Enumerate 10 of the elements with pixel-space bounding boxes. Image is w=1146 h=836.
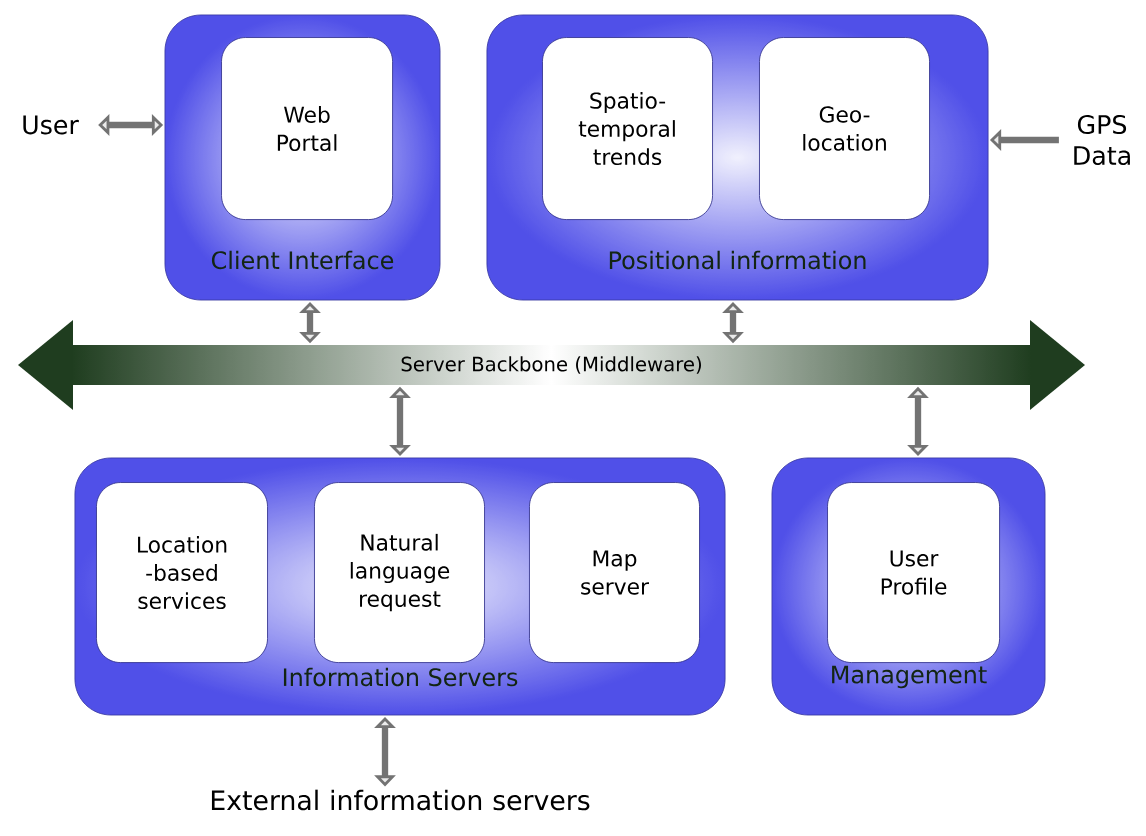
component-box: Web Portal [221,37,393,220]
component-box: Geo-location [759,37,930,220]
label-text: User [23,115,79,135]
label-text: External information servers [211,789,590,811]
component-box: Spatio-temporal trends [542,37,713,220]
component-box: User Profile [827,482,1000,663]
component-box: Location -based services [96,482,268,663]
component-box: Natural language request [314,482,485,663]
component-box: Map server [529,482,700,663]
label-text: GPS Data [1074,114,1130,166]
